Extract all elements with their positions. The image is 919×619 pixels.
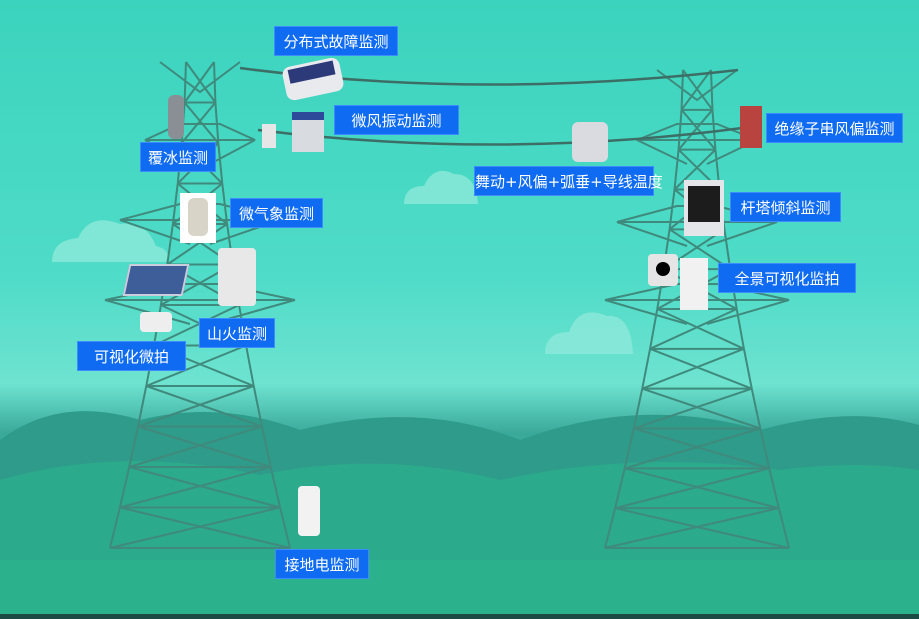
label-panoramic-visual: 全景可视化监拍	[718, 263, 856, 293]
vibration-sensor-device	[262, 124, 276, 148]
label-icing: 覆冰监测	[140, 142, 216, 172]
micro-camera-device	[140, 312, 172, 332]
label-micro-weather: 微气象监测	[230, 198, 323, 228]
label-grounding: 接地电监测	[275, 549, 369, 579]
panoramic-box-device	[680, 258, 708, 310]
label-galloping: 舞动+风偏+弧垂+导线温度	[474, 166, 663, 196]
label-tower-tilt: 杆塔倾斜监测	[730, 192, 841, 222]
solar-panel-device	[122, 264, 190, 296]
insulator-sensor-device	[740, 106, 762, 148]
wildfire-camera-device	[218, 248, 256, 306]
label-visual-micro-camera: 可视化微拍	[77, 341, 186, 371]
vibration-solar-device	[292, 112, 324, 152]
grounding-sensor-device	[298, 486, 320, 536]
label-distributed-fault: 分布式故障监测	[274, 26, 398, 56]
micro-weather-device	[180, 193, 216, 243]
panoramic-camera-device	[648, 254, 678, 286]
label-insulator-windage: 绝缘子串风偏监测	[766, 113, 903, 143]
clouds	[52, 170, 633, 354]
label-wildfire: 山火监测	[199, 318, 275, 348]
tower-tilt-device	[684, 180, 724, 236]
galloping-sensor-device	[572, 122, 608, 162]
icing-sensor-device	[168, 95, 184, 139]
label-breeze-vibration: 微风振动监测	[334, 105, 459, 135]
